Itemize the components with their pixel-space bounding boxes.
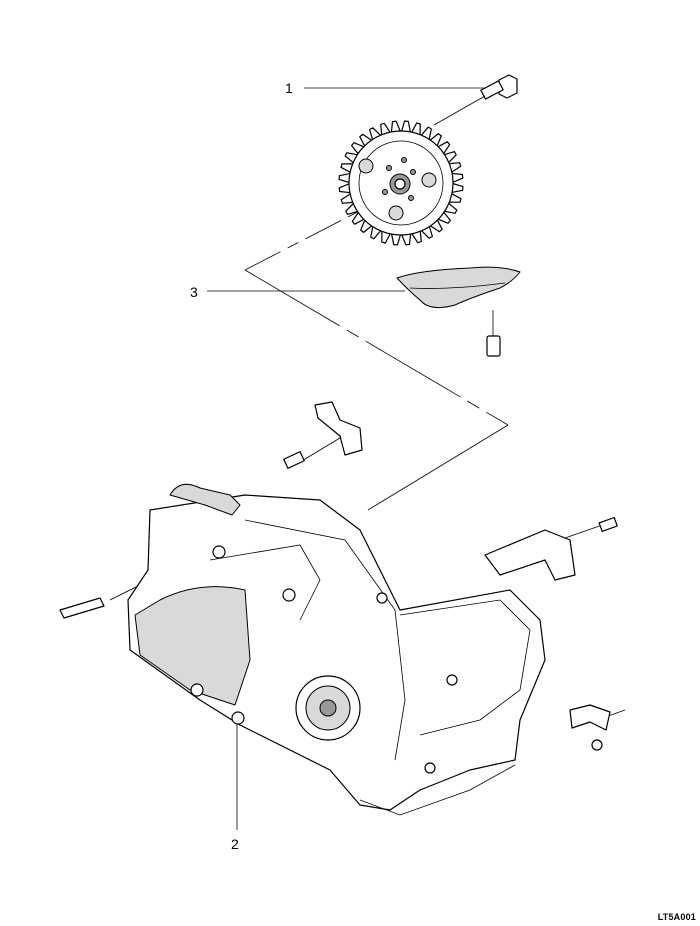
drawing-code: LT5A001 bbox=[657, 912, 696, 922]
bracket-3 bbox=[396, 266, 521, 357]
sprocket bbox=[338, 120, 464, 246]
transaxle bbox=[59, 483, 618, 816]
callout-2: 2 bbox=[231, 836, 239, 852]
upper-mount-bracket bbox=[283, 401, 363, 469]
callout-3: 3 bbox=[190, 284, 198, 300]
callout-1: 1 bbox=[285, 80, 293, 96]
bolt-1 bbox=[433, 74, 518, 126]
